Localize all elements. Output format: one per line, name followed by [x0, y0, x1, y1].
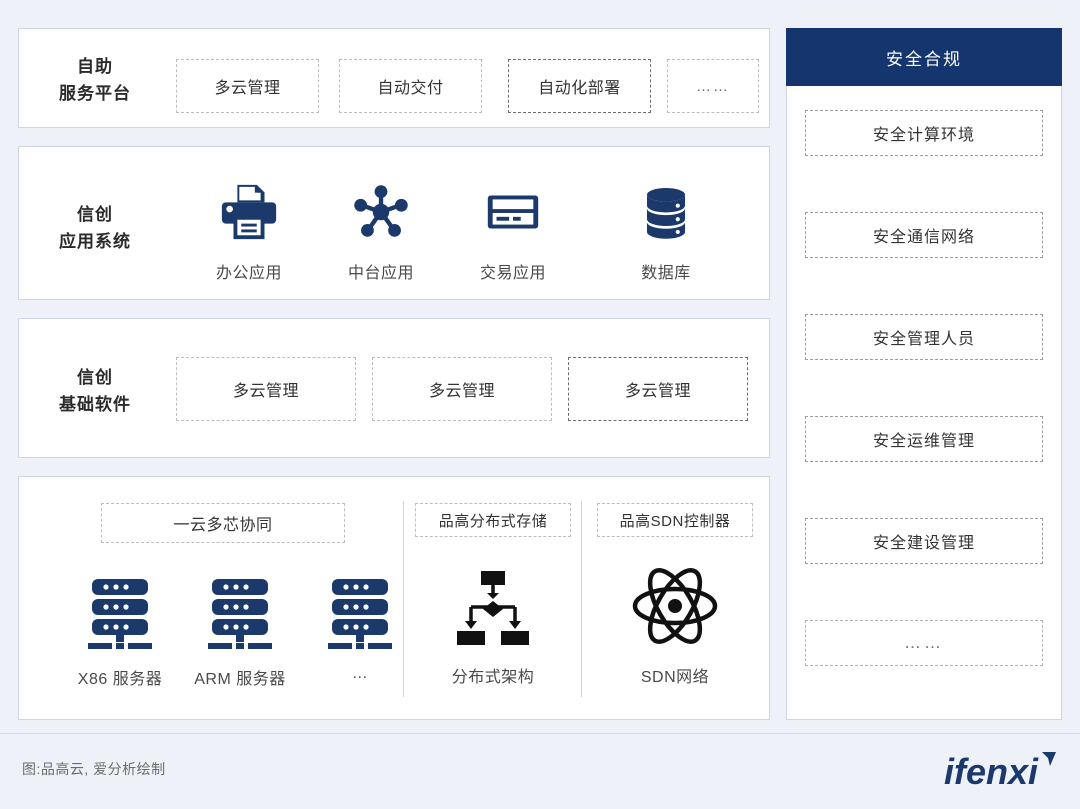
- application-item-database-label: 数据库: [641, 265, 691, 282]
- layer-self-service-platform: 自助 服务平台 多云管理 自动交付 自动化部署 ……: [18, 28, 770, 128]
- infra-divider-2: [581, 501, 582, 697]
- server-rack-icon: [171, 559, 309, 651]
- layer-self-service-title: 自助 服务平台: [19, 53, 171, 107]
- infra-item-arm-server[interactable]: ARM 服务器: [171, 559, 309, 689]
- layer-self-service-title-line1: 自助: [77, 57, 113, 76]
- infra-item-more-server-label: …: [351, 665, 369, 682]
- self-service-item-auto-delivery[interactable]: 自动交付: [339, 59, 482, 113]
- application-item-office-label: 办公应用: [215, 265, 282, 282]
- layer-base-software: 信创 基础软件 多云管理 多云管理 多云管理: [18, 318, 770, 458]
- printer-icon: [184, 175, 314, 249]
- application-item-transaction-label: 交易应用: [479, 265, 546, 282]
- credit-card-icon: [448, 175, 578, 249]
- application-item-transaction[interactable]: 交易应用: [448, 175, 578, 283]
- infra-tag-distributed-storage[interactable]: 品高分布式存储: [415, 503, 571, 537]
- security-compliance-header: 安全合规: [786, 28, 1062, 86]
- layer-application-system: 信创 应用系统: [18, 146, 770, 300]
- infra-item-sdn-network-label: SDN网络: [640, 669, 710, 686]
- footer-source-note: 图:品高云, 爱分析绘制: [22, 761, 166, 777]
- layer-self-service-title-line2: 服务平台: [59, 84, 131, 103]
- base-software-item-2[interactable]: 多云管理: [372, 357, 552, 421]
- infra-item-sdn-network[interactable]: SDN网络: [599, 557, 751, 687]
- security-compliance-body: 安全计算环境 安全通信网络 安全管理人员 安全运维管理 安全建设管理 ……: [786, 86, 1062, 720]
- database-icon: [601, 175, 731, 249]
- application-item-database[interactable]: 数据库: [601, 175, 731, 283]
- layer-base-software-title: 信创 基础软件: [19, 364, 171, 418]
- atom-icon: [599, 557, 751, 649]
- security-compliance-column: 安全合规 安全计算环境 安全通信网络 安全管理人员 安全运维管理 安全建设管理 …: [786, 28, 1062, 720]
- security-item-operations-management[interactable]: 安全运维管理: [805, 416, 1043, 462]
- ifenxi-logo: ifenxi: [942, 748, 1062, 794]
- self-service-item-more[interactable]: ……: [667, 59, 759, 113]
- layer-application-title-line2: 应用系统: [59, 232, 131, 251]
- application-item-middle-platform-label: 中台应用: [347, 265, 414, 282]
- architecture-stack: 自助 服务平台 多云管理 自动交付 自动化部署 …… 信创 应用系统: [18, 28, 770, 720]
- security-item-management-personnel[interactable]: 安全管理人员: [805, 314, 1043, 360]
- server-rack-icon: [291, 559, 429, 651]
- layer-base-software-title-line2: 基础软件: [59, 395, 131, 414]
- base-software-item-3[interactable]: 多云管理: [568, 357, 748, 421]
- infra-item-arm-server-label: ARM 服务器: [194, 671, 286, 688]
- security-item-computing-environment[interactable]: 安全计算环境: [805, 110, 1043, 156]
- self-service-item-multicloud[interactable]: 多云管理: [176, 59, 319, 113]
- footer-divider: [0, 733, 1080, 734]
- application-item-office[interactable]: 办公应用: [184, 175, 314, 283]
- ifenxi-logo-text: ifenxi: [944, 751, 1039, 792]
- infra-item-x86-server-label: X86 服务器: [77, 671, 163, 688]
- application-item-middle-platform[interactable]: 中台应用: [316, 175, 446, 283]
- distributed-architecture-icon: [417, 557, 569, 649]
- base-software-item-1[interactable]: 多云管理: [176, 357, 356, 421]
- layer-application-title: 信创 应用系统: [19, 201, 171, 255]
- layer-base-software-title-line1: 信创: [77, 368, 113, 387]
- infra-item-x86-server[interactable]: X86 服务器: [51, 559, 189, 689]
- security-item-communication-network[interactable]: 安全通信网络: [805, 212, 1043, 258]
- infra-item-more-server[interactable]: …: [291, 559, 429, 683]
- infra-tag-sdn-controller[interactable]: 品高SDN控制器: [597, 503, 753, 537]
- infra-tag-multi-chip[interactable]: 一云多芯协同: [101, 503, 345, 543]
- infra-divider-1: [403, 501, 404, 697]
- layer-infrastructure: 一云多芯协同: [18, 476, 770, 720]
- infra-item-distributed-architecture[interactable]: 分布式架构: [417, 557, 569, 687]
- self-service-item-auto-deploy[interactable]: 自动化部署: [508, 59, 651, 113]
- server-rack-icon: [51, 559, 189, 651]
- security-item-more[interactable]: ……: [805, 620, 1043, 666]
- layer-application-title-line1: 信创: [77, 205, 113, 224]
- infra-item-distributed-architecture-label: 分布式架构: [451, 669, 535, 686]
- hub-network-icon: [316, 175, 446, 249]
- security-item-construction-management[interactable]: 安全建设管理: [805, 518, 1043, 564]
